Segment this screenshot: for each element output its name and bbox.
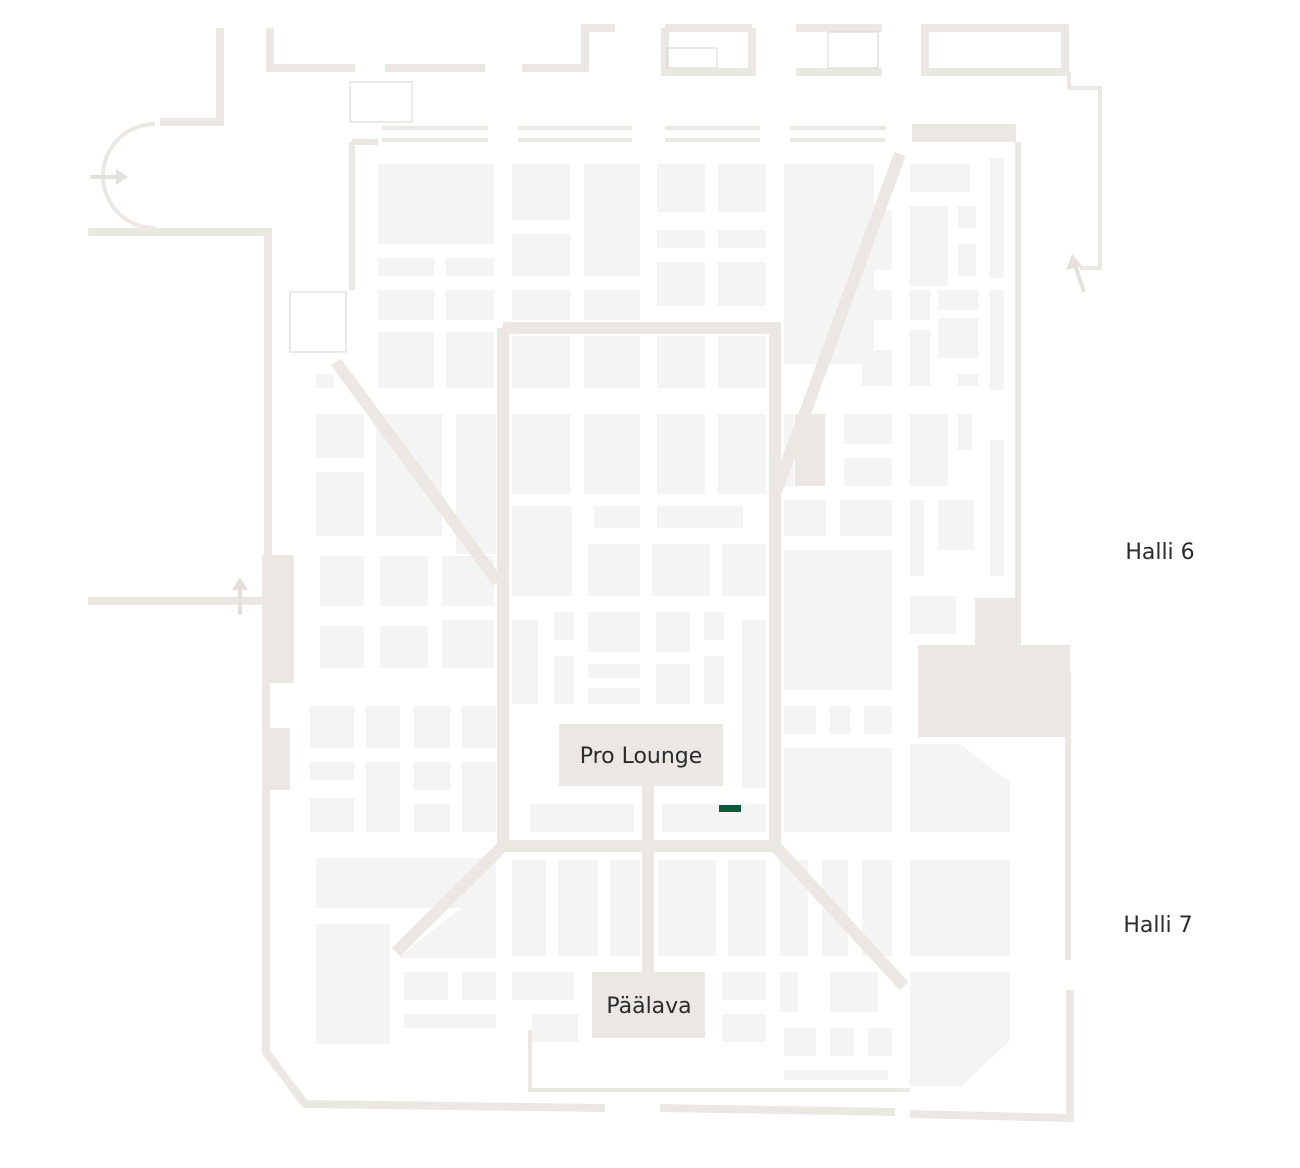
area-main-stage[interactable]: Päälava: [592, 972, 705, 1038]
hall-6-label: Halli 6: [1125, 540, 1194, 565]
outer-walls: [88, 24, 1102, 1123]
entrance-arrow-icon: [1066, 254, 1086, 293]
main-stage-label: Päälava: [606, 994, 691, 1019]
area-pro-lounge[interactable]: Pro Lounge: [559, 724, 723, 786]
entrance-arrow-icon: [232, 577, 248, 615]
entrance-arrow-icon: [90, 169, 128, 185]
highlighted-booth[interactable]: [719, 805, 741, 812]
entrance-arrows: [90, 169, 1086, 615]
pro-lounge-label: Pro Lounge: [580, 744, 703, 769]
aisles: [331, 151, 910, 1092]
booths: [310, 158, 1010, 1086]
stairs: [289, 31, 879, 353]
service-blocks: [268, 414, 1070, 790]
hall-7-label: Halli 7: [1123, 913, 1192, 938]
